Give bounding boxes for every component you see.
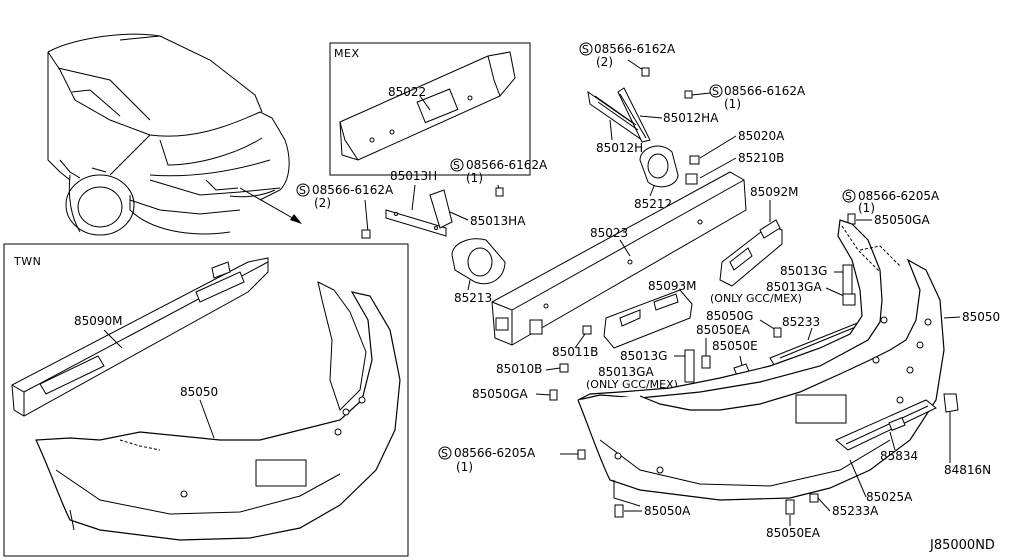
mex-box: MEX 85022 bbox=[329, 42, 531, 176]
label-85050ea-bot: 85050EA bbox=[766, 526, 821, 540]
label-85023: 85023 bbox=[590, 226, 628, 240]
clip-85013g-top: 85013G 85013GA (ONLY GCC/MEX) bbox=[710, 264, 856, 306]
svg-text:S: S bbox=[299, 184, 306, 197]
label-85050ga-top: 85050GA bbox=[874, 213, 930, 227]
label-bolt-a: 08566-6162A bbox=[466, 158, 548, 172]
clip-85013g-mid: 85013G 85013GA (ONLY GCC/MEX) bbox=[586, 349, 695, 412]
twn-title: TWN bbox=[13, 255, 41, 268]
label-85050ea-mid: 85050EA bbox=[696, 323, 751, 337]
label-bolt-a-qty: (1) bbox=[466, 171, 483, 185]
label-only-gcc-top: (ONLY GCC/MEX) bbox=[710, 292, 802, 305]
label-bolt-c: 08566-6162A bbox=[312, 183, 394, 197]
label-85025a: 85025A bbox=[866, 490, 913, 504]
bottom-clips: S 08566-6205A (1) 85050A 85233A 85050EA bbox=[438, 446, 879, 540]
label-85050-twn: 85050 bbox=[180, 385, 218, 399]
label-85233: 85233 bbox=[782, 315, 820, 329]
fasteners-85011b-85010b: 85011B 85010B bbox=[496, 325, 598, 376]
label-85013ga-mid: 85013GA bbox=[598, 365, 654, 379]
label-bolt-e-qty: (1) bbox=[858, 201, 875, 215]
label-85010b: 85010B bbox=[496, 362, 542, 376]
label-85012ha: 85012HA bbox=[663, 111, 719, 125]
reinforcement-85023: 85023 bbox=[491, 171, 747, 346]
label-bolt-e: 08566-6205A bbox=[858, 189, 940, 203]
label-85090m-twn: 85090M bbox=[74, 314, 123, 328]
label-85050g: 85050G bbox=[706, 309, 753, 323]
label-bolt-b-qty: (2) bbox=[596, 55, 613, 69]
twn-box: TWN 85090M 85050 bbox=[3, 243, 409, 557]
label-85013g-mid: 85013G bbox=[620, 349, 667, 363]
mex-title: MEX bbox=[334, 47, 359, 60]
label-85011b: 85011B bbox=[552, 345, 598, 359]
clips-85050ga: 85050GA S 08566-6205A (1) 85050GA bbox=[472, 189, 940, 401]
label-bolt-c-qty: (2) bbox=[314, 196, 331, 210]
label-bolt-f-qty: (1) bbox=[456, 460, 473, 474]
label-85213: 85213 bbox=[454, 291, 492, 305]
vehicle-rear-view bbox=[47, 33, 302, 236]
label-85012h: 85012H bbox=[596, 141, 643, 155]
label-85050: 85050 bbox=[962, 310, 1000, 324]
absorber-85092m: 85092M bbox=[719, 185, 799, 287]
label-85050ga-mid: 85050GA bbox=[472, 387, 528, 401]
label-bolt-d: 08566-6162A bbox=[724, 84, 806, 98]
label-only-gcc-mid: (ONLY GCC/MEX) bbox=[586, 378, 678, 391]
svg-text:S: S bbox=[845, 190, 852, 203]
label-85093m: 85093M bbox=[648, 279, 697, 293]
bracket-85013: 85013H S 08566-6162A (1) S 08566-6162A (… bbox=[296, 158, 548, 239]
label-85013h: 85013H bbox=[390, 169, 437, 183]
label-85233a: 85233A bbox=[832, 504, 879, 518]
label-85092m: 85092M bbox=[750, 185, 799, 199]
lower-parts: 85834 84816N 85025A bbox=[835, 393, 991, 504]
svg-text:S: S bbox=[453, 159, 460, 172]
svg-text:S: S bbox=[712, 85, 719, 98]
tow-hook-cover-85213: 85213 bbox=[451, 238, 506, 305]
label-85050a: 85050A bbox=[644, 504, 691, 518]
label-85050e: 85050E bbox=[712, 339, 758, 353]
clips-mid: 85050G 85050EA 85233 85050E bbox=[696, 309, 867, 379]
bolt-label-top: S 08566-6162A (2) bbox=[579, 42, 676, 77]
label-85022: 85022 bbox=[388, 85, 426, 99]
bolt-label-right: S 08566-6162A (1) bbox=[684, 84, 806, 111]
label-bolt-d-qty: (1) bbox=[724, 97, 741, 111]
reference-code: J85000ND bbox=[929, 538, 995, 553]
label-85210b: 85210B bbox=[738, 151, 784, 165]
tow-hook-cover-group: 85020A 85210B 85212 bbox=[634, 129, 785, 211]
label-bolt-f: 08566-6205A bbox=[454, 446, 536, 460]
label-85020a: 85020A bbox=[738, 129, 785, 143]
label-bolt-b: 08566-6162A bbox=[594, 42, 676, 56]
bracket-85012: 85012HA 85012H bbox=[587, 87, 719, 155]
label-85013ga-top: 85013GA bbox=[766, 280, 822, 294]
label-85212: 85212 bbox=[634, 197, 672, 211]
label-84816n: 84816N bbox=[944, 463, 991, 477]
bolt-symbol: S bbox=[582, 43, 589, 56]
label-85834: 85834 bbox=[880, 449, 918, 463]
svg-text:S: S bbox=[441, 447, 448, 460]
label-85013g-top: 85013G bbox=[780, 264, 827, 278]
label-85013ha: 85013HA bbox=[470, 214, 526, 228]
absorber-85093m: 85093M bbox=[603, 279, 697, 349]
